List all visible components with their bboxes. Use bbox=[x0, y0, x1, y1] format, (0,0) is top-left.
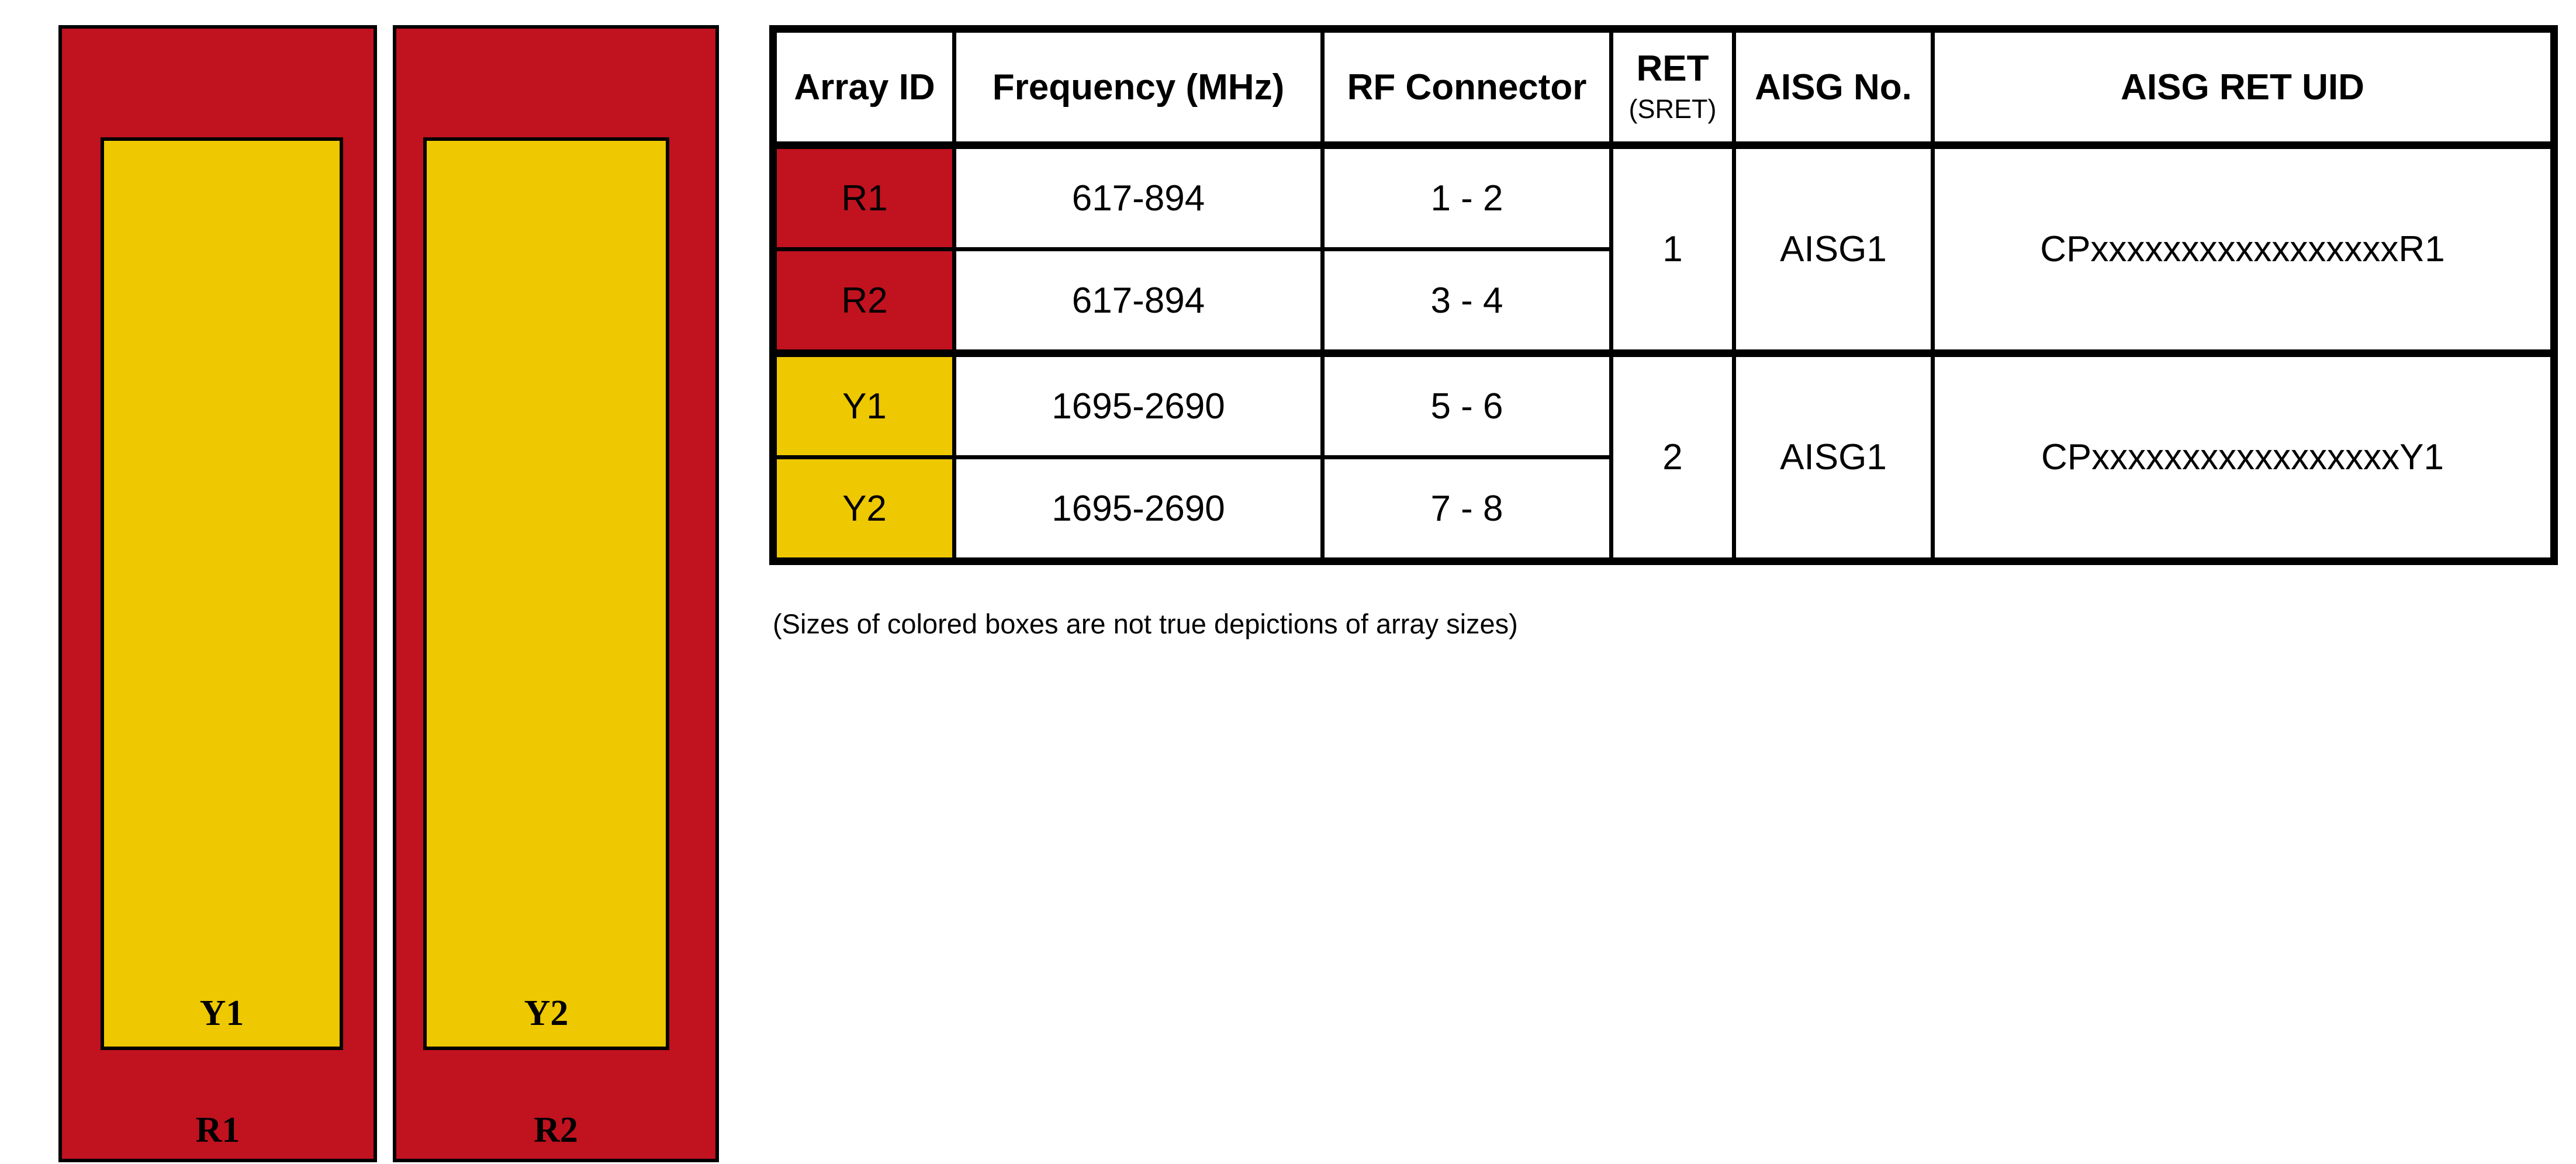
cell-ret-group1: 1 bbox=[1609, 141, 1736, 355]
header-aisg-no: AISG No. bbox=[1732, 27, 1935, 149]
cell-aisg-ret-uid-group1: CPxxxxxxxxxxxxxxxxxR1 bbox=[1931, 141, 2556, 355]
table-row-y2: Y2 1695-2690 7 - 8 bbox=[771, 455, 2554, 563]
header-ret-sub: (SRET) bbox=[1628, 94, 1717, 124]
cell-rf-connector-y1: 5 - 6 bbox=[1320, 349, 1613, 459]
array-label-y2: Y2 bbox=[524, 993, 569, 1033]
cell-ret-group2: 2 bbox=[1609, 349, 1736, 563]
header-rf-connector: RF Connector bbox=[1320, 27, 1613, 149]
header-array-id: Array ID bbox=[771, 27, 956, 149]
table-row-r1: R1 617-894 1 - 2 1 AISG1 CPxxxxxxxxxxxxx… bbox=[771, 141, 2556, 355]
cell-frequency-y2: 1695-2690 bbox=[952, 455, 1325, 563]
cell-rf-connector-r2: 3 - 4 bbox=[1320, 247, 1613, 355]
cell-aisg-no-group2: AISG1 bbox=[1732, 349, 1935, 563]
footnote-text: (Sizes of colored boxes are not true dep… bbox=[773, 608, 1518, 639]
array-box-y2: Y2 bbox=[423, 137, 669, 1050]
array-box-y1: Y1 bbox=[101, 137, 343, 1050]
cell-array-id-r1: R1 bbox=[771, 141, 956, 251]
table-row-y1: Y1 1695-2690 5 - 6 2 AISG1 CPxxxxxxxxxxx… bbox=[771, 349, 2556, 563]
array-panel-r1: Y1 R1 bbox=[58, 25, 377, 1162]
cell-aisg-ret-uid-group2: CPxxxxxxxxxxxxxxxxxY1 bbox=[1931, 349, 2556, 563]
array-label-r1: R1 bbox=[195, 1110, 240, 1150]
cell-aisg-no-group1: AISG1 bbox=[1732, 141, 1935, 355]
array-panel-r2: Y2 R2 bbox=[393, 25, 719, 1162]
header-ret: RET (SRET) bbox=[1609, 27, 1736, 149]
array-spec-table: Array ID Frequency (MHz) RF Connector RE… bbox=[769, 25, 2558, 565]
cell-rf-connector-r1: 1 - 2 bbox=[1320, 141, 1613, 251]
header-ret-main: RET bbox=[1636, 48, 1709, 89]
table-row-r2: R2 617-894 3 - 4 bbox=[771, 247, 2554, 355]
cell-array-id-r2: R2 bbox=[771, 247, 956, 355]
header-frequency: Frequency (MHz) bbox=[952, 27, 1325, 149]
header-aisg-ret-uid: AISG RET UID bbox=[1931, 27, 2556, 149]
cell-rf-connector-y2: 7 - 8 bbox=[1320, 455, 1613, 563]
array-label-y1: Y1 bbox=[199, 993, 244, 1033]
cell-array-id-y2: Y2 bbox=[771, 455, 956, 563]
array-label-r2: R2 bbox=[534, 1110, 578, 1150]
cell-frequency-r1: 617-894 bbox=[952, 141, 1325, 251]
cell-frequency-r2: 617-894 bbox=[952, 247, 1325, 355]
table-header-row: Array ID Frequency (MHz) RF Connector RE… bbox=[771, 27, 2556, 149]
cell-frequency-y1: 1695-2690 bbox=[952, 349, 1325, 459]
cell-array-id-y1: Y1 bbox=[771, 349, 956, 459]
